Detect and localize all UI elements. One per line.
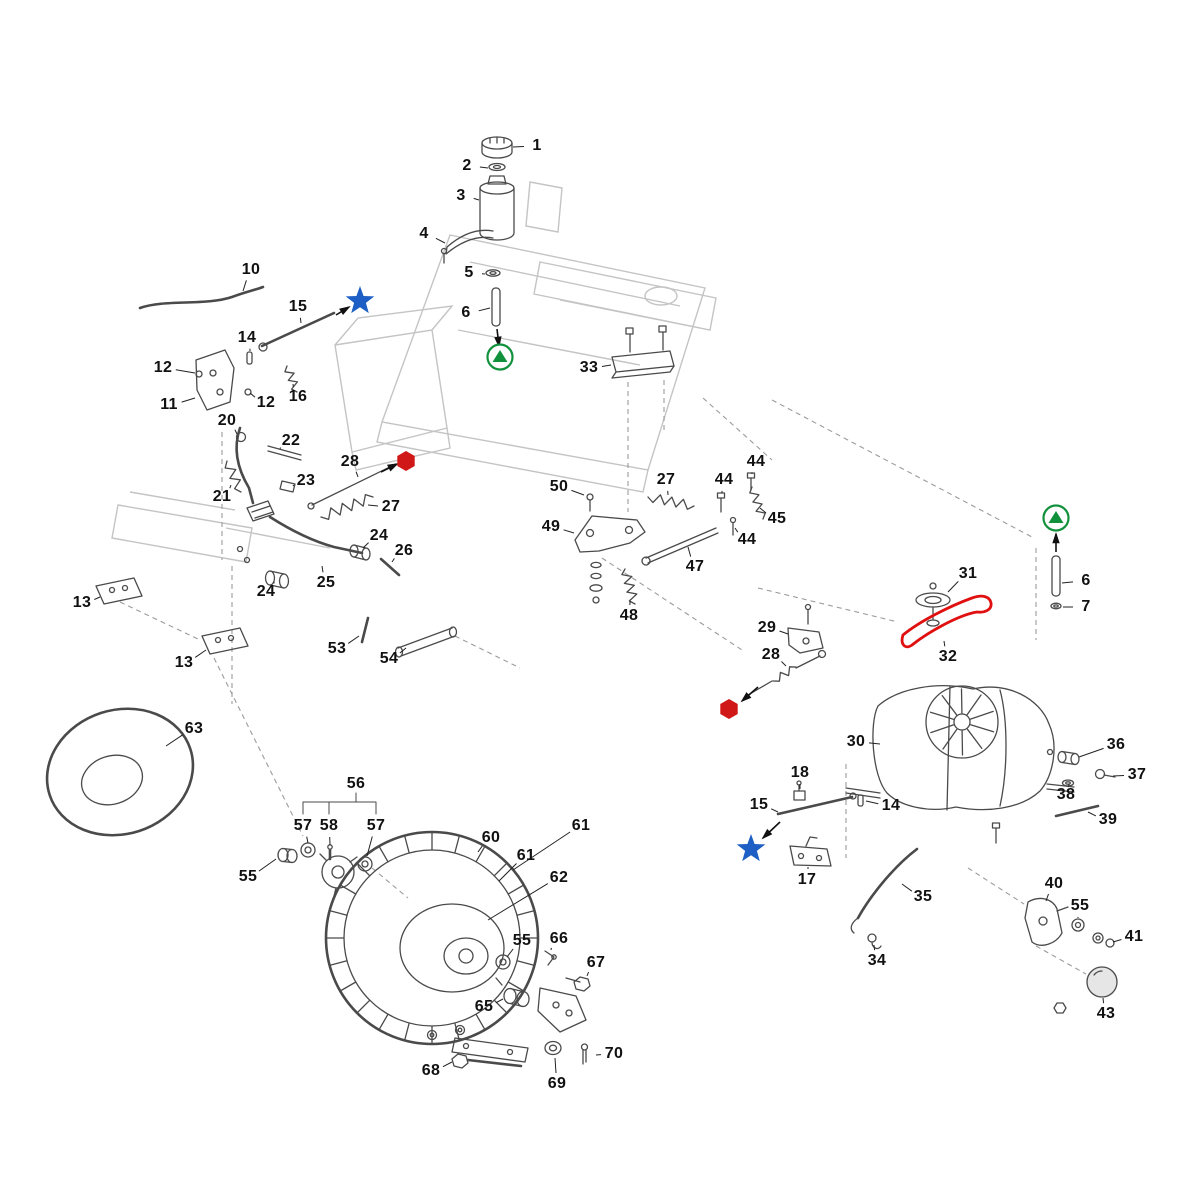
leader-line: [506, 948, 514, 958]
brake-linkage: [776, 780, 919, 950]
leader-line: [770, 808, 779, 813]
red-hexagon-icon: [397, 451, 415, 471]
leader-line: [1112, 939, 1122, 943]
leader-line: [391, 558, 395, 563]
leader-line: [194, 649, 207, 658]
arrowhead-icon: [1052, 532, 1060, 544]
leader-line: [399, 647, 407, 654]
idler-bracket: [1024, 897, 1118, 1014]
leader-line: [1102, 997, 1105, 1004]
leader-line: [321, 565, 324, 573]
leader-line: [487, 883, 549, 921]
leader-line: [734, 527, 739, 533]
green-triangle-icon: [492, 350, 508, 362]
axle-fittings: [1046, 555, 1116, 818]
arrowhead-icon: [339, 306, 351, 315]
leader-line: [478, 307, 491, 312]
arrowhead-icon: [740, 692, 752, 703]
leader-line: [1078, 747, 1104, 758]
mechanical-parts: [45, 136, 1118, 1069]
leader-line: [947, 581, 959, 593]
leader-line: [242, 280, 247, 292]
reservoir-assembly: [440, 136, 515, 327]
leader-line: [779, 630, 789, 635]
leader-line: [901, 883, 913, 892]
leader-line: [355, 471, 359, 478]
leader-line: [279, 447, 281, 450]
blue-star-icon: [345, 286, 375, 314]
leader-line: [1045, 893, 1049, 902]
transaxle: [845, 582, 1075, 844]
leader-line: [759, 507, 767, 514]
leader-line: [868, 742, 881, 745]
leader-line: [512, 146, 525, 148]
overlay-markers: [94, 146, 1125, 1074]
red-hexagon-icon: [720, 699, 738, 719]
leader-line: [234, 429, 238, 435]
leader-line: [258, 858, 277, 872]
leader-line: [495, 998, 504, 1004]
leader-line: [435, 237, 446, 244]
arrowhead-icon: [761, 828, 773, 840]
leader-line: [1087, 811, 1097, 817]
leader-line: [347, 635, 360, 644]
leader-line: [512, 831, 571, 871]
leader-line: [554, 1057, 557, 1074]
leader-line: [473, 197, 480, 201]
leader-line: [563, 529, 575, 534]
leader-line: [292, 484, 295, 487]
leader-line: [601, 364, 612, 367]
bracket-33: [611, 325, 675, 379]
linkage-parts: [574, 472, 827, 696]
blue-star-icon: [736, 834, 766, 862]
leader-line: [873, 944, 876, 951]
leader-line: [362, 542, 369, 549]
leader-line: [367, 504, 379, 507]
leader-line: [586, 971, 590, 977]
leader-line: [299, 317, 302, 324]
leader-line: [479, 166, 489, 169]
leader-line: [366, 836, 373, 857]
leader-line: [442, 1061, 453, 1068]
generated-detail-art: [224, 365, 995, 1045]
leader-line: [1067, 784, 1070, 788]
leader-line: [229, 484, 232, 489]
chassis-frame: [111, 181, 717, 563]
leader-line: [306, 836, 309, 844]
leader-line: [1112, 775, 1125, 777]
leader-line: [249, 392, 256, 398]
leader-line: [1061, 581, 1074, 584]
leader-line: [94, 596, 101, 600]
leader-line: [571, 489, 585, 496]
alignment-dashed-lines: [119, 380, 1087, 975]
left-control-parts: [95, 285, 458, 658]
leader-line: [781, 661, 787, 667]
leader-line: [181, 397, 196, 403]
leader-line: [477, 845, 483, 853]
green-triangle-icon: [1048, 511, 1064, 523]
arrowhead-icon: [387, 463, 399, 472]
leader-line: [943, 640, 946, 647]
leader-line: [165, 734, 184, 747]
leader-line: [687, 546, 692, 557]
leader-line: [175, 369, 196, 374]
leader-line: [498, 863, 517, 882]
leader-line: [865, 800, 879, 805]
